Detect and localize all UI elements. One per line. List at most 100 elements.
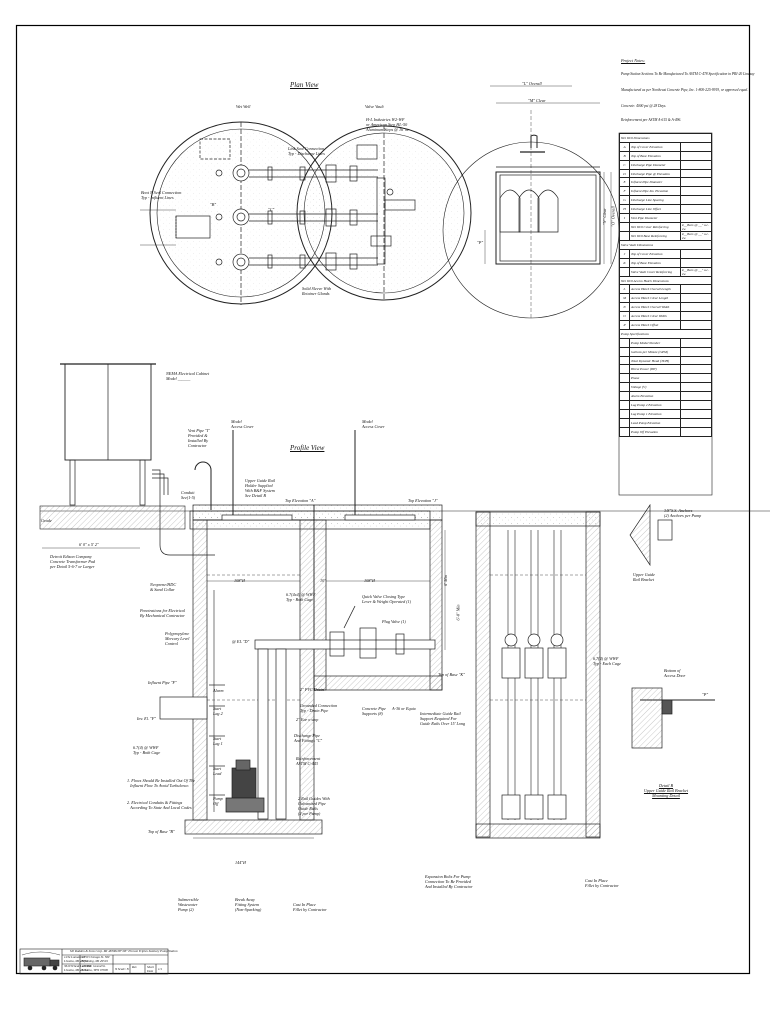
spec-row: Wet Well Cover Reinforcing#__Bars @ __" … — [619, 221, 712, 232]
spec-value — [680, 382, 712, 393]
quick-valve-note: Quick Valve Closing Type Lever & Weight … — [362, 594, 412, 604]
a36-label: A-36 or Equiv. — [392, 706, 417, 711]
spec-key: D — [619, 168, 630, 179]
spec-value — [680, 177, 712, 188]
detail-p-dim: "P" — [702, 692, 709, 697]
spec-key — [619, 400, 630, 410]
sheet-number: 1/1 — [158, 967, 163, 971]
spec-value — [680, 373, 712, 384]
spec-value — [680, 257, 712, 268]
wwf-each-cage: 6.7(4) @ WWF Typ - Each Cage — [593, 656, 621, 666]
sheet-label: Sheet — [147, 965, 154, 969]
spec-value — [680, 320, 712, 330]
drawing-title: 108"/96" Precast Triplex Sanitary Pump S… — [116, 949, 178, 953]
spec-section-header: Pump Specifications — [619, 328, 712, 339]
spec-row: Valve Vault Cover Reinforcing#__Bars @ _… — [619, 266, 712, 277]
dim-c-label: "C" — [268, 207, 275, 212]
intermediate-rail-note: Intermediate Guide Rail Support Required… — [420, 711, 466, 726]
address-2: 1750 Chicago St. NW Wyoming, MI 49519 — [82, 955, 110, 963]
wwf-both-cage: 6.7(4) @ WWF Typ - Both Cage — [133, 745, 161, 755]
project-notes-title: Project Notes: — [621, 58, 646, 63]
expansion-bolts-note: Expansion Bolts For Pump Connection To B… — [425, 874, 473, 889]
top-base-k: Top of Base "K" — [438, 672, 465, 677]
spec-label: Discharge Pipe @ Elevation — [629, 168, 681, 179]
spec-section-title: Valve Vault Dimensions — [619, 239, 712, 250]
spec-section-title: Wet Well Dimensions — [619, 133, 712, 143]
spec-value: #__Bars @ __" o.c. ew — [680, 221, 712, 232]
spec-key: M — [619, 293, 630, 304]
spec-value — [680, 195, 712, 206]
spec-label: Pump Off Elevation — [629, 426, 681, 437]
spec-key — [619, 266, 630, 277]
section-dim-p: "P" — [477, 240, 484, 245]
spec-key: E — [619, 177, 630, 188]
profile-view-title: Profile View — [290, 444, 325, 452]
wwf-cage-note: 6.7(4x4) @ WWF Typ - Both Cage — [286, 592, 316, 602]
spec-row: Total Dynamic Head (TDH) — [619, 355, 712, 366]
spec-section-header: Wet Well Dimensions — [619, 133, 712, 143]
date-label: Date — [147, 969, 154, 973]
el-d-label: @ EL "D" — [232, 639, 250, 644]
spec-label: Access Hatch Overall Width — [629, 302, 681, 313]
pump-off: Pump Off — [213, 796, 223, 806]
spec-row: Alarm Elevation — [619, 391, 712, 402]
project-note-1: Pump Station Sections To Be Manufactured… — [621, 72, 755, 76]
spec-value — [680, 186, 712, 197]
spec-value — [680, 364, 712, 375]
spec-value — [680, 141, 712, 152]
profile-note-1: 1. Flows Should Be Installed Out Of The … — [127, 778, 196, 788]
spec-key — [619, 373, 630, 384]
spec-label: Gallons per Minute (GPM) — [629, 346, 681, 357]
spec-value — [680, 150, 712, 161]
spec-label: Voltage (V) — [629, 382, 681, 393]
dim-144: 144"Ø — [235, 860, 247, 865]
profile-view — [39, 363, 770, 839]
start-lag2: Start Lag 2 — [213, 706, 223, 716]
cast-in-place-note-left: Cast In Place Fillet by Contractor — [293, 902, 327, 912]
spec-value — [680, 337, 712, 348]
spec-key — [619, 382, 630, 393]
detail-b-title: Detail B Upper Guide Rail Bracket Mounti… — [643, 783, 689, 798]
spec-value — [680, 400, 712, 410]
spec-label: Vent Pipe Diameter — [629, 213, 681, 223]
spec-label: Wet Well Cover Reinforcing — [629, 221, 681, 232]
spec-value — [680, 408, 712, 419]
spec-section-header: Wet Well Access Hatch Dimensions — [619, 275, 712, 286]
grade-label: Grade — [41, 518, 52, 523]
spec-key: H — [619, 204, 630, 215]
scale-label: N Scale: N — [115, 967, 129, 971]
spec-row: Phase — [619, 373, 712, 384]
spec-label: Total Dynamic Head (TDH) — [629, 355, 681, 366]
valve-vault-label: Valve Vault — [365, 104, 384, 109]
address-3: 3610 Wheat Lake Rd Livonia, MI 48154 — [64, 964, 91, 972]
vent-pipe-label: Vent Pipe "I" Provided & Installed By Co… — [188, 428, 210, 448]
section-overall-v-dim: "O" Overall — [610, 206, 616, 227]
address-4: 1750 W. Grand St. Livonia, TPN 07000 — [82, 964, 108, 972]
spec-label: Access Hatch Clear Width — [629, 311, 681, 322]
title-block — [19, 948, 169, 975]
upper-guide-bracket: Upper Guide Rail Bracket — [633, 572, 655, 582]
project-note-3: Concrete: 4000 psi @ 28 Days. — [621, 104, 667, 108]
top-elev-a: Top Elevation "A" — [285, 498, 316, 503]
upper-guide-note: Upper Guide Rail Holder Supplied With B&… — [245, 478, 276, 498]
spec-row: Pump Off Elevation — [619, 426, 712, 437]
spec-row: Lag Pump 2 Elevation — [619, 400, 712, 410]
spec-key: K — [619, 257, 630, 268]
plug-valve-note: Plug Valve (1) — [382, 619, 406, 624]
spec-label: Top of Base Elevation — [629, 257, 681, 268]
top-elev-j: Top Elevation "J" — [408, 498, 438, 503]
spec-key: L — [619, 284, 630, 295]
break-away-note: Break Away Fitting System (Non-Sparking) — [235, 897, 262, 912]
mercury-control-note: Polypropylene Mercury Level Control — [165, 631, 190, 646]
spec-row: Wet Well Base Reinforcing#__Bars @ __" o… — [619, 230, 712, 241]
spec-value — [680, 159, 712, 170]
spec-key: N — [619, 302, 630, 313]
spec-key — [619, 337, 630, 348]
discharge-pipe-note: Discharge Pipe And Fittings "C" — [294, 733, 323, 743]
